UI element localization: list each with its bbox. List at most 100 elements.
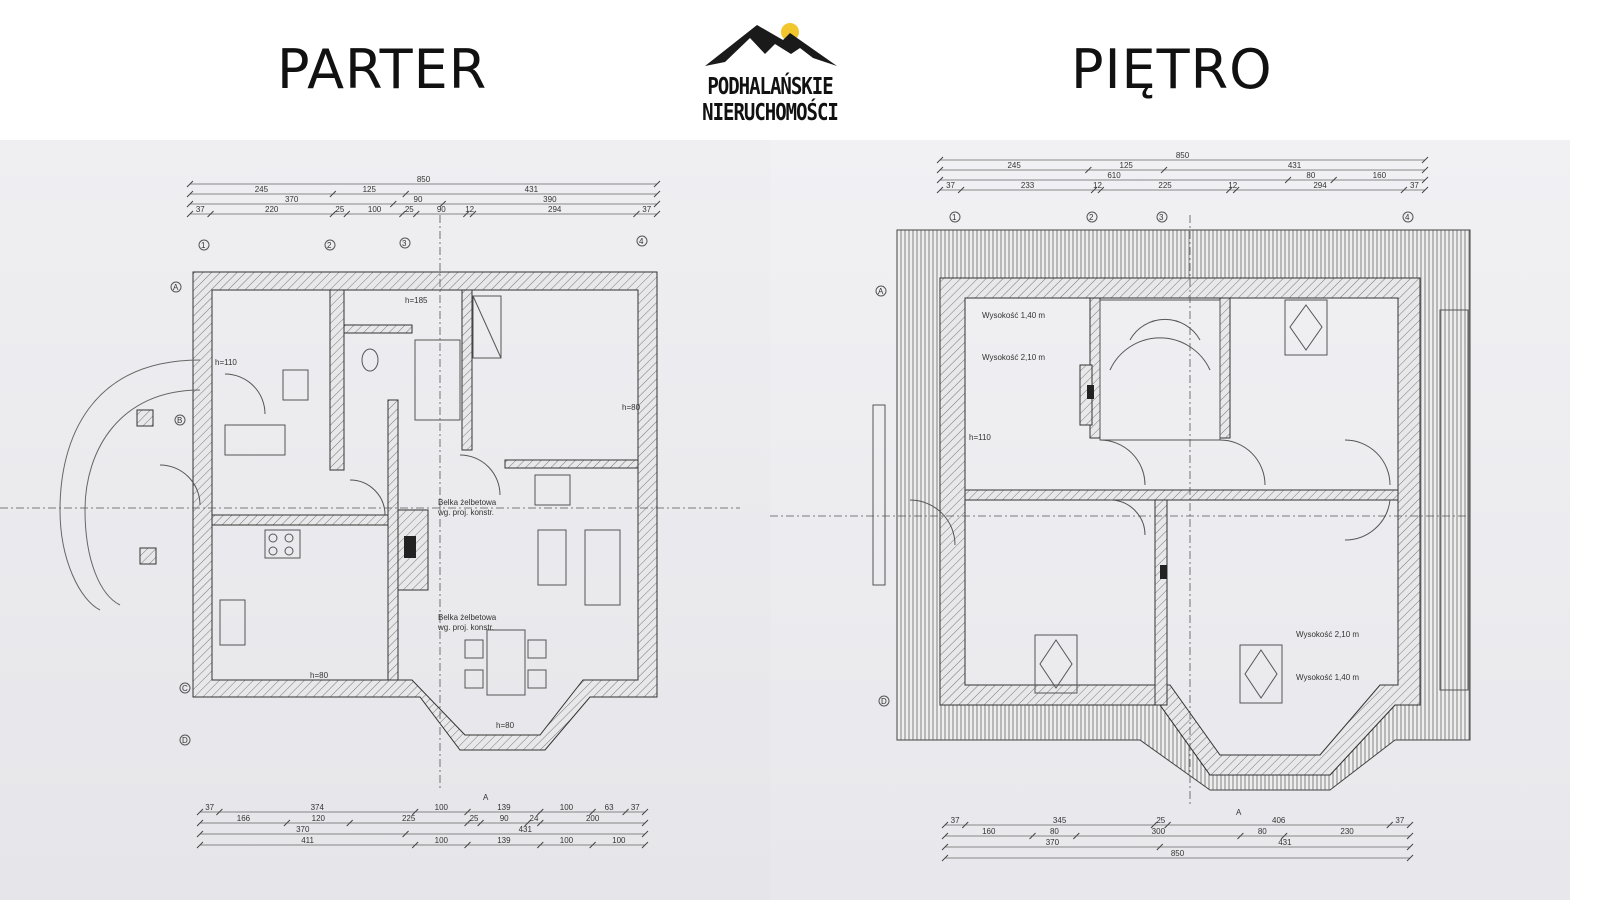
dimension-value: 610 — [1107, 171, 1121, 180]
dimension-value: 220 — [265, 205, 279, 214]
dimension-value: 37 — [631, 803, 640, 812]
dimension-tick — [941, 821, 949, 829]
dimension-tick — [641, 830, 649, 838]
dimension-value: 12 — [1228, 181, 1237, 190]
dimension-tick — [536, 841, 544, 849]
dimension-value: 100 — [368, 205, 382, 214]
parter-furniture — [59, 295, 621, 696]
column — [139, 547, 157, 565]
dimension-value: 37 — [1395, 816, 1404, 825]
dimension-tick — [1284, 176, 1292, 184]
dimension-value: 160 — [1373, 171, 1387, 180]
svg-text:2: 2 — [327, 241, 332, 250]
dimension-value: 431 — [1278, 838, 1292, 847]
dimension-tick — [1232, 186, 1240, 194]
height-note: h=80 — [310, 671, 329, 680]
dimension-tick — [1280, 832, 1288, 840]
pietro-fixtures — [872, 299, 1469, 704]
dimension-tick — [536, 819, 544, 827]
dimension-value: 24 — [530, 814, 539, 823]
pietro-interior-walls — [964, 297, 1399, 706]
dimension-tick — [1156, 843, 1164, 851]
dimension-value: 25 — [470, 814, 479, 823]
dimension-tick — [283, 819, 291, 827]
dimension-value: 125 — [1120, 161, 1134, 170]
dimension-value: 100 — [435, 803, 449, 812]
dimension-tick — [464, 819, 471, 827]
svg-text:C: C — [182, 684, 188, 693]
dimension-tick — [1406, 821, 1414, 829]
dimension-tick — [1330, 176, 1338, 184]
dimension-tick — [641, 841, 649, 849]
svg-text:3: 3 — [402, 239, 407, 248]
dimension-tick — [186, 190, 194, 198]
height-note: Wysokość 1,40 m — [982, 311, 1045, 320]
dimension-tick — [941, 843, 949, 851]
dimension-tick — [589, 841, 597, 849]
height-note: Wysokość 2,10 m — [982, 353, 1045, 362]
dimension-tick — [961, 821, 969, 829]
dimension-value: 12 — [465, 205, 474, 214]
svg-text:D: D — [881, 697, 887, 706]
dimension-value: 300 — [1152, 827, 1166, 836]
svg-text:A: A — [878, 287, 884, 296]
dimension-value: 850 — [1176, 151, 1190, 160]
dimension-tick — [1150, 821, 1158, 829]
dimension-tick — [329, 190, 337, 198]
svg-text:1: 1 — [952, 213, 957, 222]
dimension-tick — [936, 166, 944, 174]
dimension-tick — [1090, 186, 1098, 194]
beam-note: wg. proj. konstr. — [437, 508, 494, 517]
height-note: Wysokość 2,10 m — [1296, 630, 1359, 639]
dimension-value: 166 — [237, 814, 251, 823]
dimension-value: 37 — [205, 803, 214, 812]
dimension-tick — [412, 210, 420, 218]
pietro-title: PIĘTRO — [1071, 38, 1273, 101]
dimension-value: 245 — [255, 185, 269, 194]
dimension-tick — [1406, 854, 1414, 862]
dimension-tick — [1237, 832, 1244, 840]
dimension-tick — [1421, 176, 1429, 184]
dimension-tick — [936, 186, 944, 194]
dimension-tick — [1406, 832, 1414, 840]
dimension-value: 80 — [1050, 827, 1059, 836]
dimension-value: 37 — [1410, 181, 1419, 190]
dimension-value: 370 — [285, 195, 299, 204]
dimension-tick — [1400, 186, 1408, 194]
dimension-value: 25 — [1156, 816, 1165, 825]
dimension-tick — [186, 180, 194, 188]
section-marker: A — [483, 793, 489, 802]
dimension-value: 100 — [612, 836, 626, 845]
svg-text:D: D — [182, 736, 188, 745]
dimension-value: 850 — [1171, 849, 1185, 858]
dimension-value: 160 — [982, 827, 996, 836]
svg-text:B: B — [177, 416, 182, 425]
column — [136, 409, 154, 427]
dimension-tick — [589, 808, 597, 816]
dimension-value: 80 — [1306, 171, 1315, 180]
dimension-tick — [524, 819, 532, 827]
dimension-value: 431 — [525, 185, 539, 194]
dimension-value: 37 — [642, 205, 651, 214]
dimension-tick — [641, 819, 649, 827]
height-note: h=110 — [215, 358, 237, 367]
dimension-tick — [402, 190, 410, 198]
dimension-tick — [411, 808, 419, 816]
dimension-value: 225 — [1158, 181, 1172, 190]
dimension-value: 431 — [519, 825, 533, 834]
dimension-tick — [216, 808, 223, 816]
dimension-tick — [343, 210, 351, 218]
height-note: h=80 — [622, 403, 641, 412]
dimension-tick — [633, 210, 640, 218]
dimension-value: 100 — [435, 836, 449, 845]
dimension-tick — [1225, 186, 1233, 194]
dimension-tick — [1072, 832, 1080, 840]
dimension-tick — [1421, 166, 1429, 174]
dimension-value: 390 — [543, 195, 557, 204]
dimension-value: 12 — [1093, 181, 1102, 190]
dimension-tick — [464, 808, 471, 816]
